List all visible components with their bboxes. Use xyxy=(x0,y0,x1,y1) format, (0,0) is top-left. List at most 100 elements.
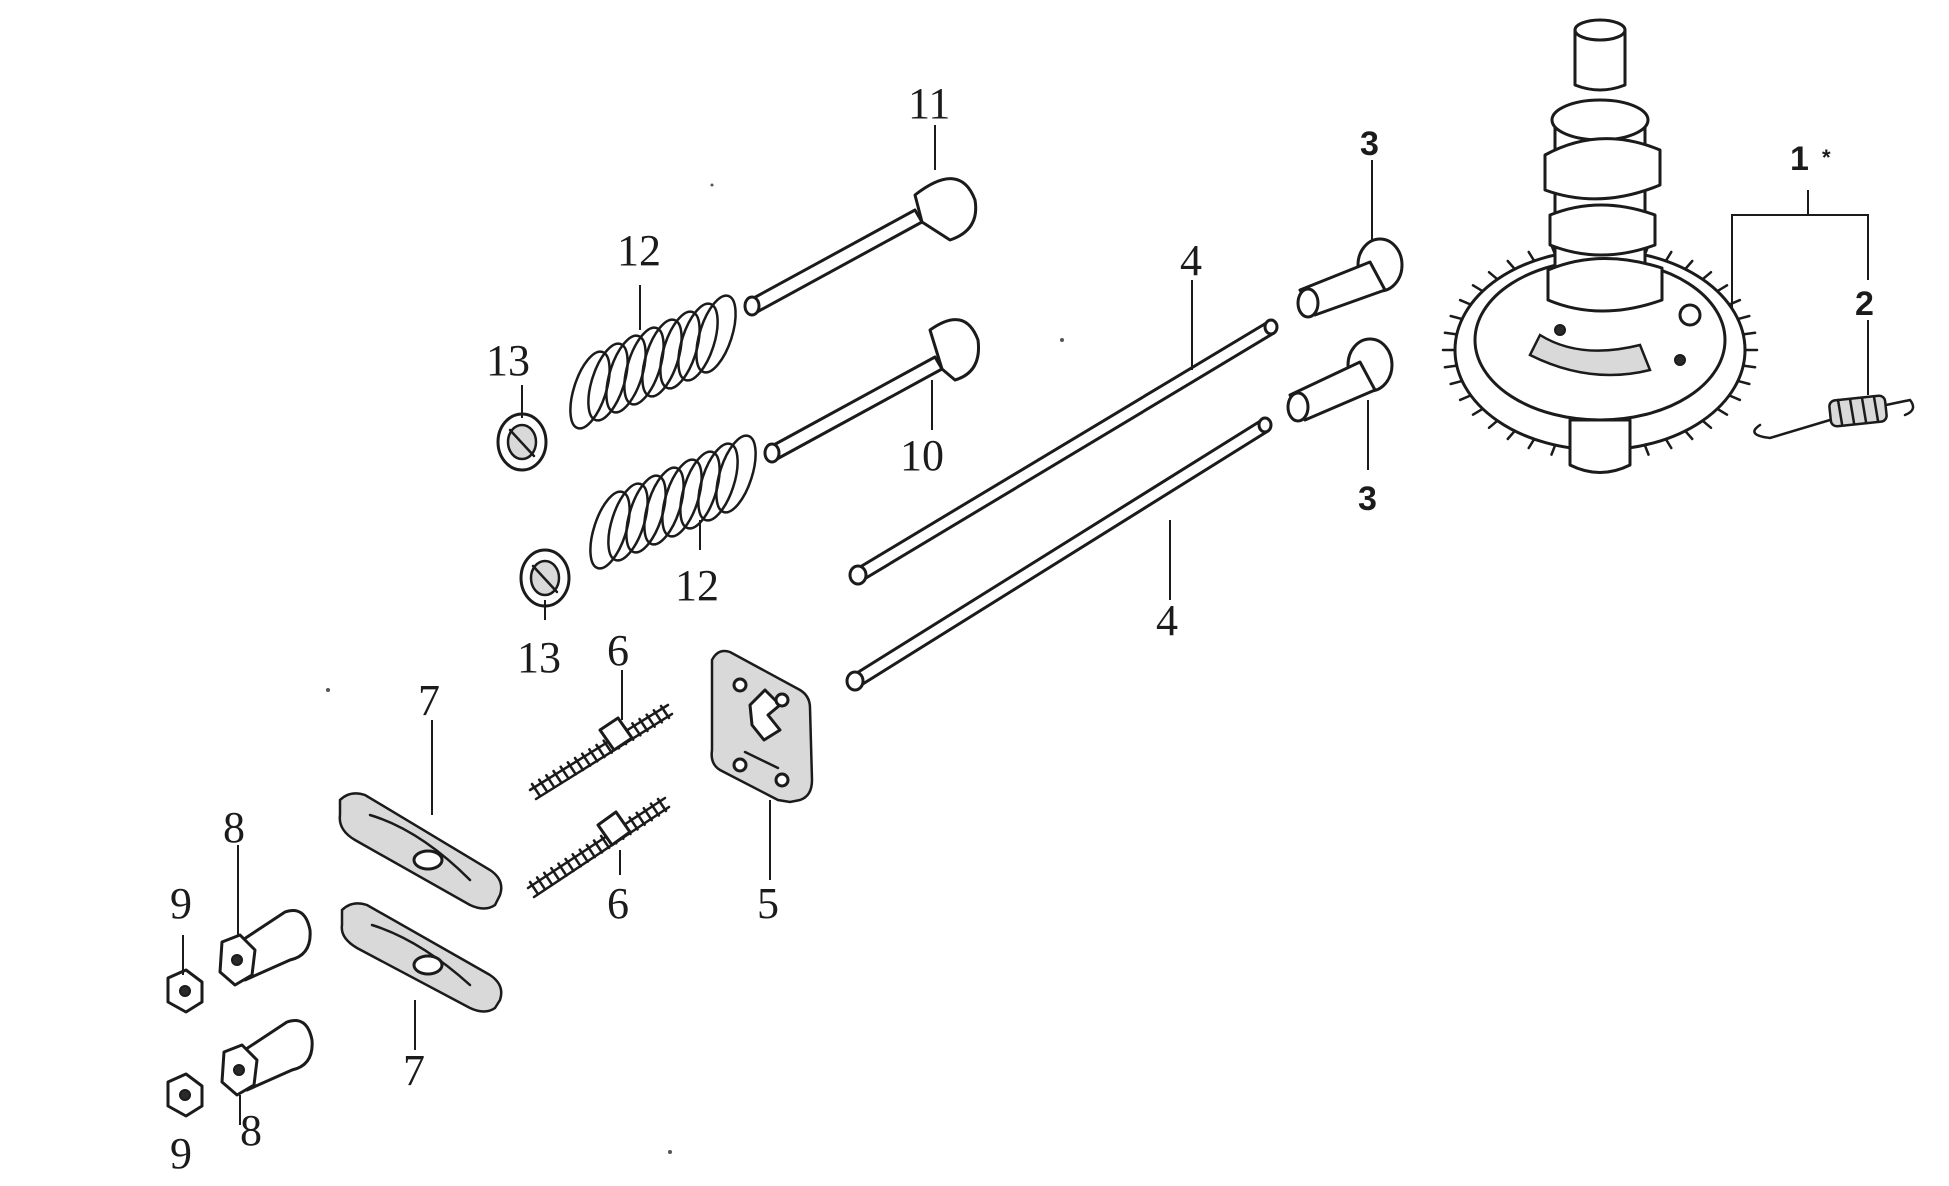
pivot-stud-upper xyxy=(528,703,674,801)
gear-tooth xyxy=(1741,364,1757,369)
thread-mark xyxy=(550,866,561,882)
thread-mark xyxy=(535,876,547,891)
spring-retainer-upper xyxy=(496,412,548,472)
thread-mark xyxy=(585,843,597,859)
gear-tooth xyxy=(1449,314,1464,321)
camshaft-lobe-middle xyxy=(1548,203,1657,257)
callout-7-upper: 7 xyxy=(418,676,440,725)
gear-tooth xyxy=(1471,284,1484,293)
gear-tooth xyxy=(1727,394,1742,402)
gear-tooth xyxy=(1471,407,1484,416)
valve-spring-lower xyxy=(589,434,757,570)
thread-mark xyxy=(537,778,549,793)
spring-coil xyxy=(695,294,737,374)
spring-coil xyxy=(677,302,719,382)
rocker-arm-upper xyxy=(338,792,503,910)
callout-5: 5 xyxy=(757,879,779,928)
callout-8-upper: 8 xyxy=(223,803,245,852)
camshaft-lobe-upper xyxy=(1543,137,1662,201)
lock-nut-upper xyxy=(166,968,204,1014)
callout-9-upper: 9 xyxy=(170,879,192,928)
gear-tooth xyxy=(1736,379,1751,386)
gear-tooth xyxy=(1527,250,1536,263)
thread-mark xyxy=(542,871,554,887)
thread-mark xyxy=(571,853,582,868)
gear-tooth xyxy=(1550,443,1557,456)
gear-tooth xyxy=(1701,419,1713,430)
callout-1-mark: * xyxy=(1822,145,1831,170)
scan-specks xyxy=(326,183,1064,1154)
thread-mark xyxy=(545,774,556,789)
gear-tooth xyxy=(1487,270,1499,281)
thread-mark xyxy=(638,717,649,733)
camshaft-lobe-lower xyxy=(1546,256,1664,313)
gear-tooth xyxy=(1716,284,1729,293)
thread-mark xyxy=(566,761,578,776)
spring-coil xyxy=(715,434,757,514)
thread-mark xyxy=(659,704,671,720)
thread-mark xyxy=(592,839,604,854)
tappet-lower xyxy=(1286,337,1394,423)
thread-mark xyxy=(635,811,646,827)
thread-mark xyxy=(631,722,642,737)
gear-tooth xyxy=(1643,443,1650,456)
thread-mark xyxy=(649,802,661,817)
thread-mark xyxy=(578,848,590,863)
spring-retainer-lower xyxy=(519,548,571,608)
push-rod-upper xyxy=(848,318,1279,586)
valve-spring-upper xyxy=(569,294,737,430)
thread-mark xyxy=(557,862,568,877)
callout-4-upper: 4 xyxy=(1180,236,1202,285)
callout-1: 1 xyxy=(1790,140,1809,178)
gear-tooth xyxy=(1443,331,1459,336)
spring-coil xyxy=(697,442,739,522)
camshaft-assembly xyxy=(1441,18,1759,474)
gear-tooth xyxy=(1683,429,1694,441)
gear-tooth xyxy=(1487,419,1499,430)
gear-tooth xyxy=(1701,270,1713,281)
callout-10: 10 xyxy=(900,431,944,480)
thread-mark xyxy=(628,816,639,831)
gear-tooth xyxy=(1716,407,1729,416)
callout-2: 2 xyxy=(1855,285,1874,323)
gear-tooth xyxy=(1736,314,1751,321)
callout-6-upper: 6 xyxy=(607,626,629,675)
callout-9-lower: 9 xyxy=(170,1129,192,1178)
intake-valve xyxy=(743,177,978,317)
callout-7-lower: 7 xyxy=(403,1046,425,1095)
gear-tooth xyxy=(1527,437,1536,450)
thread-mark xyxy=(573,756,585,772)
callout-labels: 1 * 2 3 3 4 4 5 6 6 7 7 8 8 9 9 10 11 12… xyxy=(170,79,1874,1178)
thread-mark xyxy=(588,748,599,763)
push-rod-lower xyxy=(845,416,1273,692)
callout-11: 11 xyxy=(908,79,950,128)
thread-mark xyxy=(645,713,656,728)
pivot-adjuster-upper xyxy=(218,909,312,987)
rocker-arm-lower xyxy=(340,902,503,1013)
thread-mark xyxy=(652,709,664,724)
thread-mark xyxy=(602,739,613,754)
callout-3-lower: 3 xyxy=(1358,480,1377,518)
thread-mark xyxy=(552,769,563,785)
gear-tooth xyxy=(1727,298,1742,306)
leader-lines xyxy=(182,125,1869,1125)
gear-tooth xyxy=(1506,259,1517,271)
callout-4-lower: 4 xyxy=(1156,596,1178,645)
thread-mark xyxy=(559,765,570,780)
callout-12-upper: 12 xyxy=(617,226,661,275)
callout-13-upper: 13 xyxy=(486,336,530,385)
exhaust-valve xyxy=(763,318,981,464)
rocker-guide-plate xyxy=(710,649,814,804)
gear-tooth xyxy=(1458,298,1473,306)
lock-nut-lower xyxy=(166,1072,204,1118)
thread-mark xyxy=(599,834,611,850)
camshaft-lower-stub xyxy=(1568,418,1632,474)
gear-tooth xyxy=(1664,437,1673,450)
thread-mark xyxy=(595,743,606,759)
gear-tooth xyxy=(1683,259,1694,271)
callout-6-lower: 6 xyxy=(607,879,629,928)
thread-mark xyxy=(564,857,575,873)
callout-12-lower: 12 xyxy=(675,561,719,610)
thread-mark xyxy=(580,752,592,767)
callout-13-lower: 13 xyxy=(517,633,561,682)
